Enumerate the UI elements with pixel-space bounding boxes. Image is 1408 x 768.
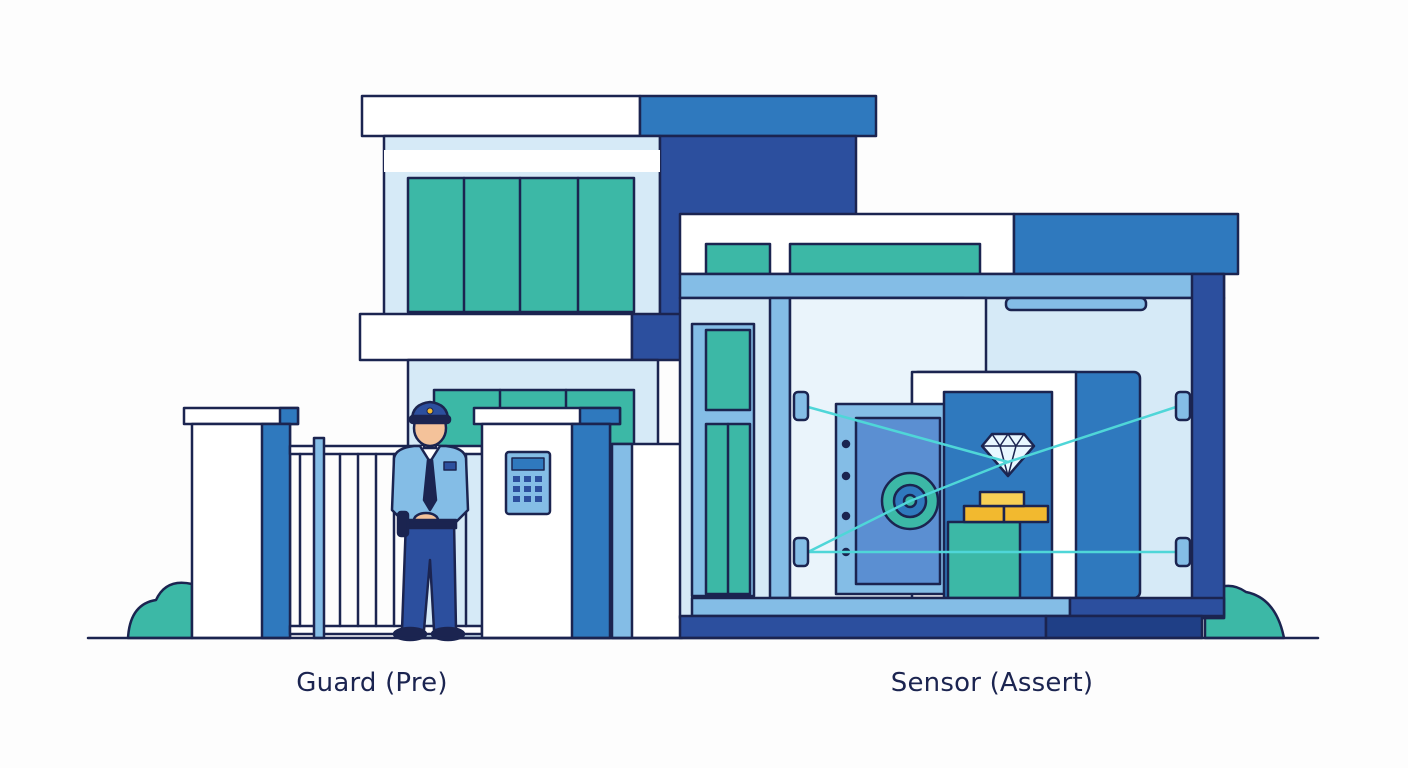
laser-sensor-beams <box>806 405 1178 554</box>
balcony-slab <box>358 312 634 362</box>
roof-slab-left <box>360 94 642 138</box>
wing-foundation <box>678 614 1048 640</box>
gold-bars-icon <box>962 490 1050 524</box>
keypad-icon <box>504 450 552 516</box>
treasure-pedestal <box>946 520 1022 600</box>
guard-precondition-label: Guard (Pre) <box>296 668 448 698</box>
sensor-assertion-label: Sensor (Assert) <box>890 668 1094 698</box>
sensor-left-bottom-icon <box>792 536 810 568</box>
sensor-left-top-icon <box>792 390 810 422</box>
sensor-right-bottom-icon <box>1174 536 1192 568</box>
security-guard-figure <box>390 400 470 642</box>
diamond-icon <box>980 432 1036 478</box>
left-bush <box>126 581 194 640</box>
sensor-right-top-icon <box>1174 390 1192 422</box>
keypad-pillar <box>472 406 622 640</box>
left-pillar <box>182 406 300 640</box>
roof-slab-right <box>638 94 878 138</box>
ceiling-light-right <box>1004 296 1148 312</box>
vault-wing <box>678 212 1240 640</box>
